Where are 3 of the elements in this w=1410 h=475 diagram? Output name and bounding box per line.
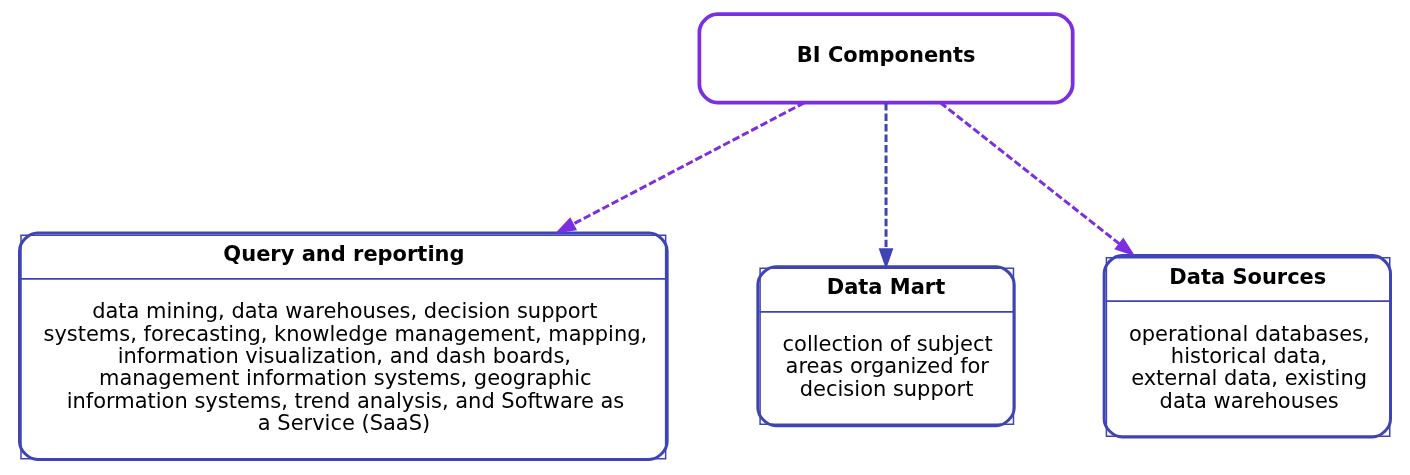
arrow [939, 101, 1136, 257]
node-box: BI Components [697, 12, 1075, 105]
arrow [555, 101, 805, 234]
